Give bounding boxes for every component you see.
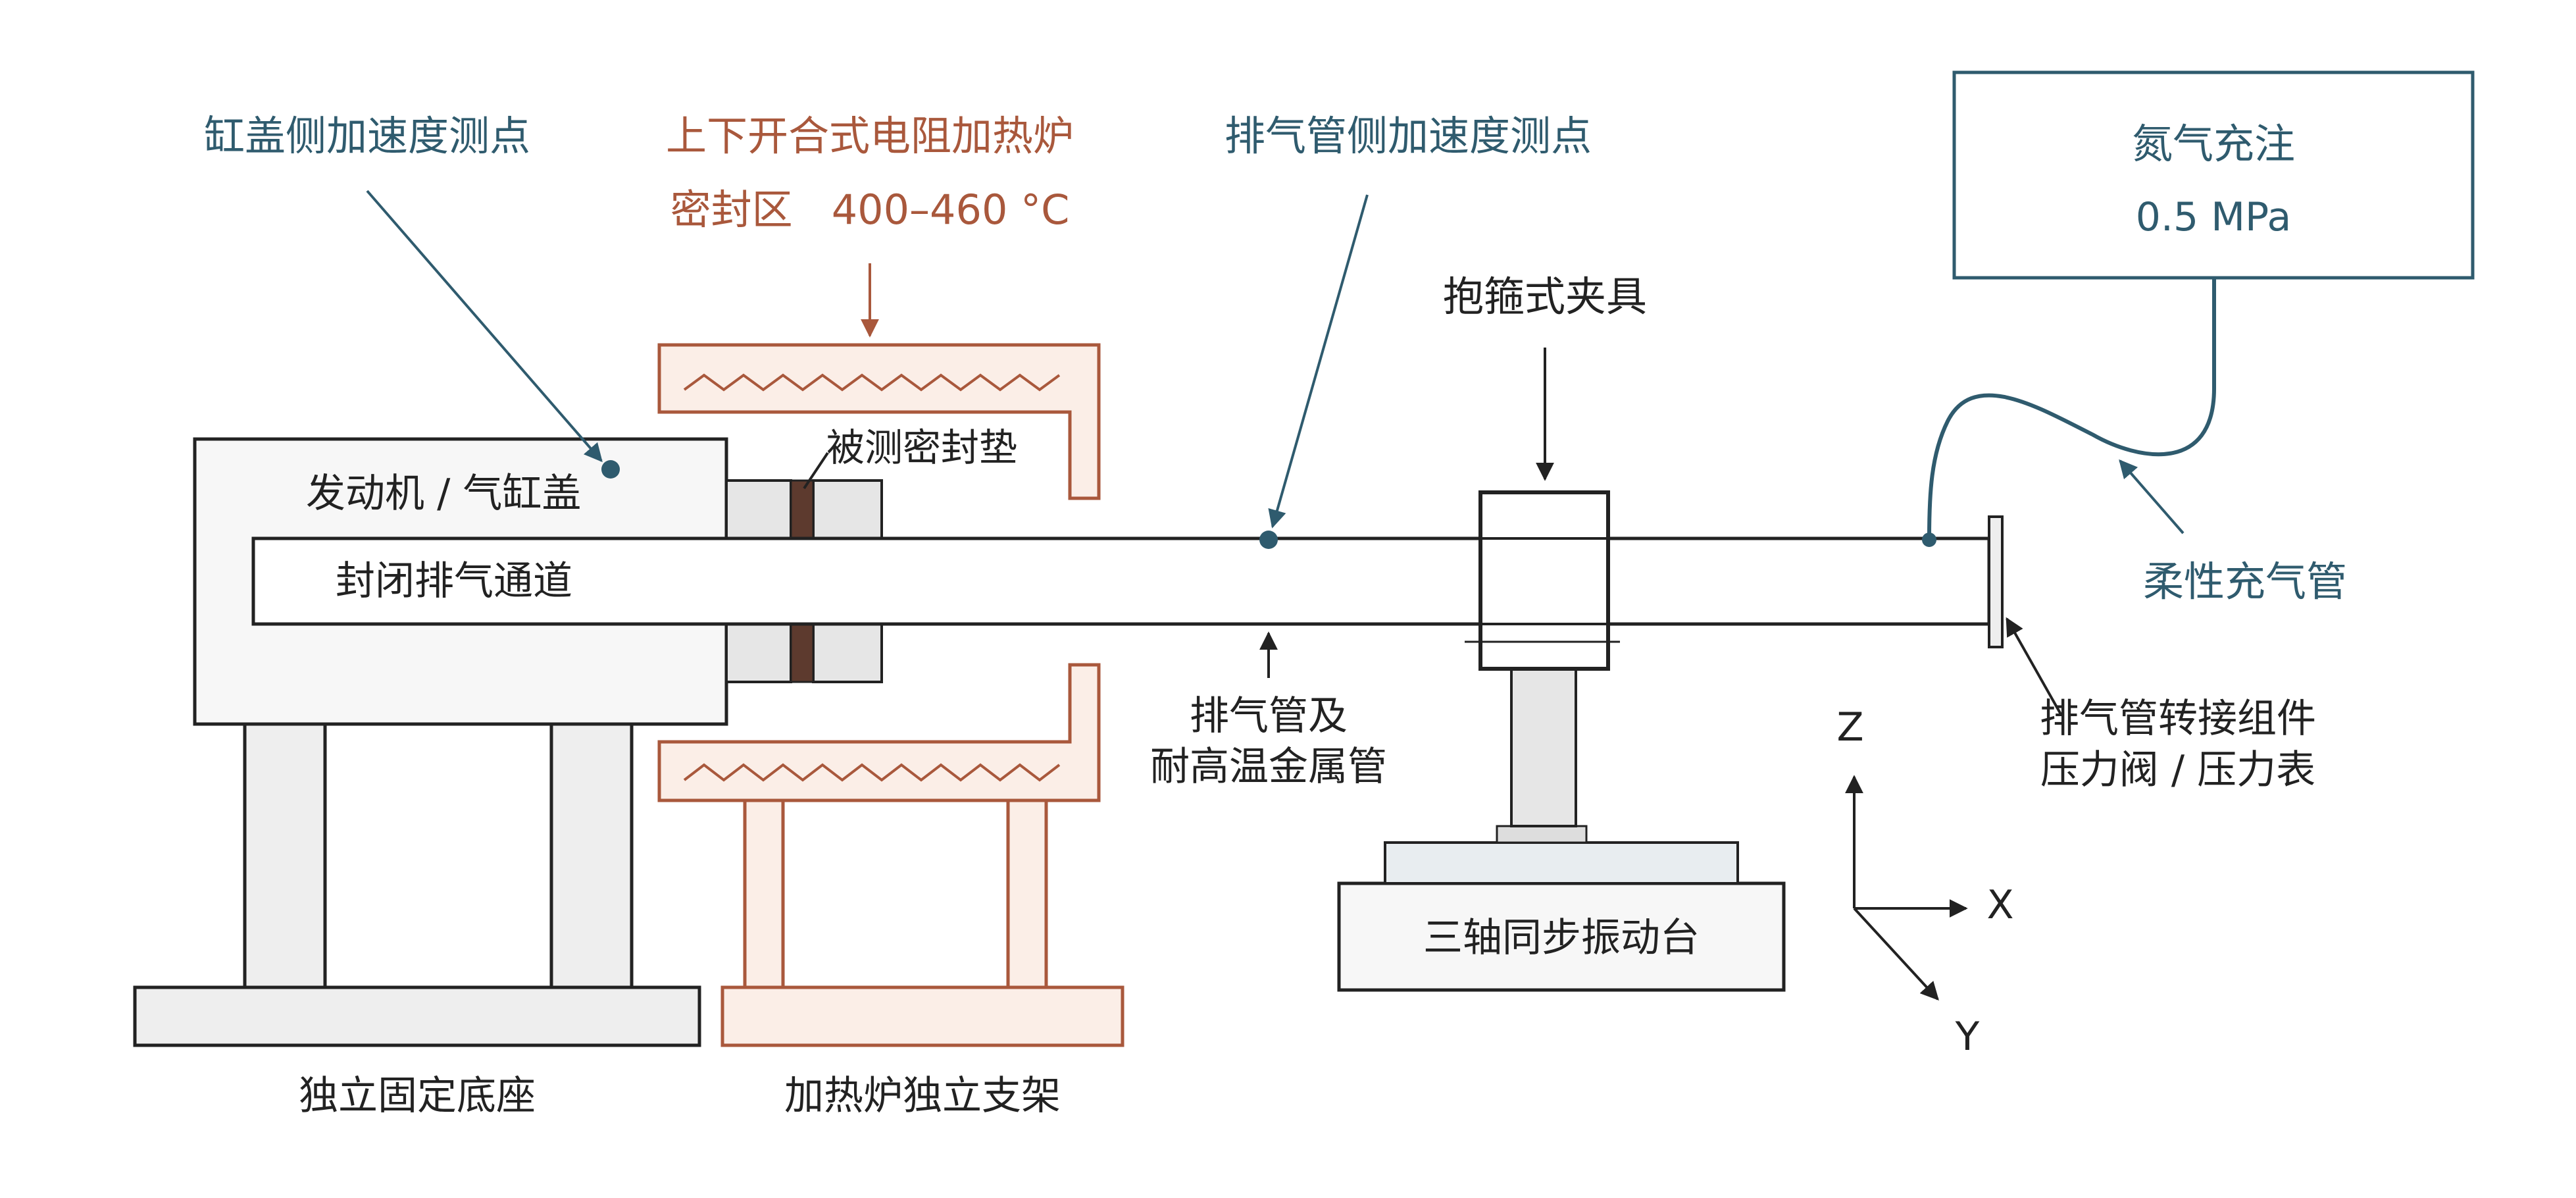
flange-upper-right bbox=[812, 479, 883, 540]
head-accel-point-dot bbox=[601, 460, 620, 479]
flange-upper-left bbox=[725, 479, 792, 540]
shaker-assembly bbox=[1337, 490, 1786, 992]
exhaust-accel-point-dot bbox=[1259, 531, 1278, 549]
stand-leg-right bbox=[1006, 796, 1048, 991]
furnace-upper bbox=[657, 343, 1101, 500]
exhaust-accel-leader bbox=[1268, 194, 1369, 529]
engine-label: 发动机 / 气缸盖 bbox=[306, 471, 581, 517]
nitrogen-title: 氮气充注 bbox=[2132, 120, 2295, 168]
seal-zone-label: 密封区 400–460 °C bbox=[670, 186, 1070, 234]
axis-y-line bbox=[1853, 907, 1939, 1001]
gasket-label: 被测密封垫 bbox=[826, 425, 1017, 470]
furnace-stand-label: 加热炉独立支架 bbox=[784, 1073, 1061, 1119]
adapter-leader bbox=[2006, 617, 2062, 715]
nitrogen-pressure: 0.5 MPa bbox=[2136, 194, 2292, 240]
clamp-label: 抱箍式夹具 bbox=[1443, 273, 1647, 321]
base-plate bbox=[133, 985, 701, 1047]
gasket-leader bbox=[803, 452, 829, 490]
shaker-label: 三轴同步振动台 bbox=[1423, 915, 1700, 961]
axis-z-label: Z bbox=[1836, 704, 1863, 750]
flex-hose-label: 柔性充气管 bbox=[2143, 558, 2347, 606]
axis-triad bbox=[1845, 775, 1968, 1001]
flange-assembly bbox=[725, 479, 883, 683]
stand-leg-left bbox=[743, 796, 785, 991]
head-accel-label: 缸盖侧加速度测点 bbox=[204, 112, 530, 160]
gasket-lower bbox=[790, 623, 815, 683]
adapter-plate bbox=[1988, 515, 2004, 648]
flange-lower-left bbox=[725, 623, 792, 683]
pipe-label-line1: 排气管及 bbox=[1190, 693, 1348, 739]
nitrogen-box bbox=[1952, 70, 2475, 280]
gasket-upper bbox=[790, 479, 815, 540]
furnace-stand bbox=[720, 796, 1124, 1047]
adapter-label-line1: 排气管转接组件 bbox=[2040, 696, 2316, 742]
clamp-adapter bbox=[1496, 825, 1588, 844]
furnace-lower bbox=[657, 663, 1101, 802]
pipe-label-line2: 耐高温金属管 bbox=[1150, 744, 1387, 790]
shaker-top-plate bbox=[1384, 841, 1739, 885]
furnace-upper-body bbox=[657, 343, 1101, 500]
exhaust-channel bbox=[251, 536, 1991, 626]
heating-element-upper bbox=[683, 373, 1061, 392]
base-leg-left bbox=[243, 722, 327, 989]
base-label: 独立固定底座 bbox=[299, 1073, 536, 1119]
axis-y-label: Y bbox=[1955, 1014, 1980, 1060]
flexible-hose bbox=[1927, 278, 2216, 539]
furnace-title: 上下开合式电阻加热炉 bbox=[666, 112, 1074, 160]
stand-plate bbox=[720, 985, 1124, 1047]
exhaust-accel-label: 排气管侧加速度测点 bbox=[1225, 112, 1592, 160]
clamp-column bbox=[1510, 667, 1577, 827]
pipe-clamp bbox=[1478, 490, 1610, 671]
base-leg-right bbox=[549, 722, 634, 989]
axis-x-label: X bbox=[1986, 882, 2013, 928]
shaker-body bbox=[1337, 881, 1786, 992]
fixed-base bbox=[133, 722, 701, 1047]
hose-connection-dot bbox=[1922, 533, 1936, 547]
flange-lower-right bbox=[812, 623, 883, 683]
heating-element-lower bbox=[683, 763, 1061, 782]
channel-label: 封闭排气通道 bbox=[336, 558, 572, 604]
furnace-lower-body bbox=[657, 663, 1101, 802]
hose-leader bbox=[2119, 459, 2185, 534]
head-accel-leader bbox=[366, 190, 603, 463]
adapter-label-line2: 压力阀 / 压力表 bbox=[2040, 747, 2315, 793]
